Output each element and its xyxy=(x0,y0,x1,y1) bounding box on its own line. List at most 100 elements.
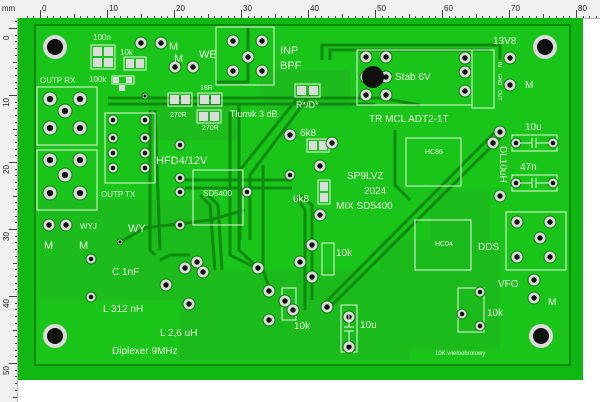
ruler-tick xyxy=(26,16,28,18)
ruler-tick xyxy=(428,16,430,18)
drill-hole xyxy=(266,288,272,294)
ruler-tick xyxy=(214,16,216,18)
ruler-tick xyxy=(15,275,17,277)
ruler-tick xyxy=(15,108,17,110)
ruler-top-label: 0 xyxy=(42,4,47,13)
label-wieloobrotowy: 10K wieloobrotowy xyxy=(435,351,485,357)
ruler-tick xyxy=(13,396,17,398)
ruler-tick xyxy=(15,389,17,391)
ruler-tick xyxy=(488,16,490,18)
ruler-tick xyxy=(13,329,17,331)
ruler-tick xyxy=(15,34,17,36)
drill-hole xyxy=(309,274,315,280)
ruler-tick xyxy=(562,16,564,18)
ruler-tick xyxy=(15,101,17,103)
ruler-tick xyxy=(9,296,17,297)
through-hole-pads xyxy=(42,34,559,354)
ruler-tick xyxy=(468,16,470,18)
drill-hole xyxy=(462,69,468,75)
ruler-tick xyxy=(321,16,323,18)
drill-hole xyxy=(514,219,520,225)
drill-hole xyxy=(200,269,206,275)
label-dl10uh: DL10uH xyxy=(497,146,508,183)
drill-hole xyxy=(346,344,352,350)
ruler-tick xyxy=(40,10,41,18)
drill-hole xyxy=(514,254,520,260)
drill-hole xyxy=(142,150,148,156)
ruler-tick xyxy=(113,16,115,18)
drill-hole xyxy=(158,40,164,46)
ruler-tick xyxy=(140,14,142,18)
ruler-tick xyxy=(15,336,17,338)
drill-hole xyxy=(383,74,389,80)
ruler-unit-label: mm xyxy=(0,0,17,18)
ruler-tick xyxy=(555,16,557,18)
ruler-tick xyxy=(328,16,330,18)
ruler-tick xyxy=(395,16,397,18)
drill-hole xyxy=(477,323,483,329)
drill-hole xyxy=(138,40,144,46)
label-hfd4: HFD4/12V xyxy=(156,155,208,167)
label-18r: 18R xyxy=(200,85,213,92)
ruler-tick xyxy=(53,16,55,18)
ruler-tick xyxy=(254,16,256,18)
label-13v8: 13V8 xyxy=(493,36,517,47)
label-10u-top: 10u xyxy=(525,122,542,133)
ruler-tick xyxy=(341,14,343,18)
ruler-tick xyxy=(15,48,17,50)
ruler-top-label: 20 xyxy=(176,4,185,13)
drill-hole xyxy=(186,301,192,307)
ruler-tick xyxy=(301,16,303,18)
drill-hole xyxy=(513,180,519,186)
label-pin-gnd: GND xyxy=(496,74,502,86)
ruler-tick xyxy=(569,16,571,18)
ruler-tick xyxy=(542,14,544,18)
drill-hole xyxy=(76,124,84,132)
ruler-tick xyxy=(15,88,17,90)
ruler-tick xyxy=(596,16,598,18)
drill-hole xyxy=(88,294,94,300)
ruler-tick xyxy=(207,14,209,18)
ruler-tick xyxy=(100,16,102,18)
drill-hole xyxy=(46,222,52,228)
label-47n: 47n xyxy=(520,162,537,173)
ruler-tick xyxy=(9,363,17,364)
ruler-tick xyxy=(535,16,537,18)
ruler-tick xyxy=(287,16,289,18)
ruler-tick xyxy=(448,16,450,18)
ruler-tick xyxy=(241,10,242,18)
label-hc04: HC04 xyxy=(435,241,453,248)
drill-hole xyxy=(462,88,468,94)
ruler-tick xyxy=(60,16,62,18)
ruler-tick xyxy=(388,16,390,18)
drill-hole xyxy=(194,259,200,265)
drill-hole xyxy=(143,94,147,98)
label-dds: DDS xyxy=(478,242,499,253)
label-wyj: WYJ xyxy=(80,222,97,231)
label-pot-10k-b: 10k xyxy=(294,321,311,332)
label-rd: R*/D* xyxy=(296,100,319,110)
ruler-tick xyxy=(247,16,249,18)
drill-hole xyxy=(61,171,69,179)
ruler-tick xyxy=(15,309,17,311)
ruler-tick xyxy=(15,242,17,244)
ruler-tick xyxy=(15,68,17,70)
ruler-tick xyxy=(167,16,169,18)
label-m-top2: M xyxy=(174,53,183,65)
ruler-tick xyxy=(15,255,17,257)
ruler-tick xyxy=(200,16,202,18)
drill-hole xyxy=(230,38,236,44)
label-6k8-b: 6k8 xyxy=(293,194,310,205)
label-diplexer: Diplexer 9MHz xyxy=(112,346,178,357)
ruler-tick xyxy=(354,16,356,18)
ruler-tick xyxy=(361,16,363,18)
silkscreen-text: 100n 10k 100k M M WE INP BPF 18R 270R 27… xyxy=(40,33,556,357)
label-pot-10k-c: 10k xyxy=(487,308,504,319)
ruler-tick xyxy=(442,10,443,18)
label-we: WE xyxy=(199,49,217,61)
ruler-tick xyxy=(160,16,162,18)
label-m-left2: M xyxy=(79,240,88,252)
drill-hole xyxy=(507,55,513,61)
ruler-tick xyxy=(549,16,551,18)
